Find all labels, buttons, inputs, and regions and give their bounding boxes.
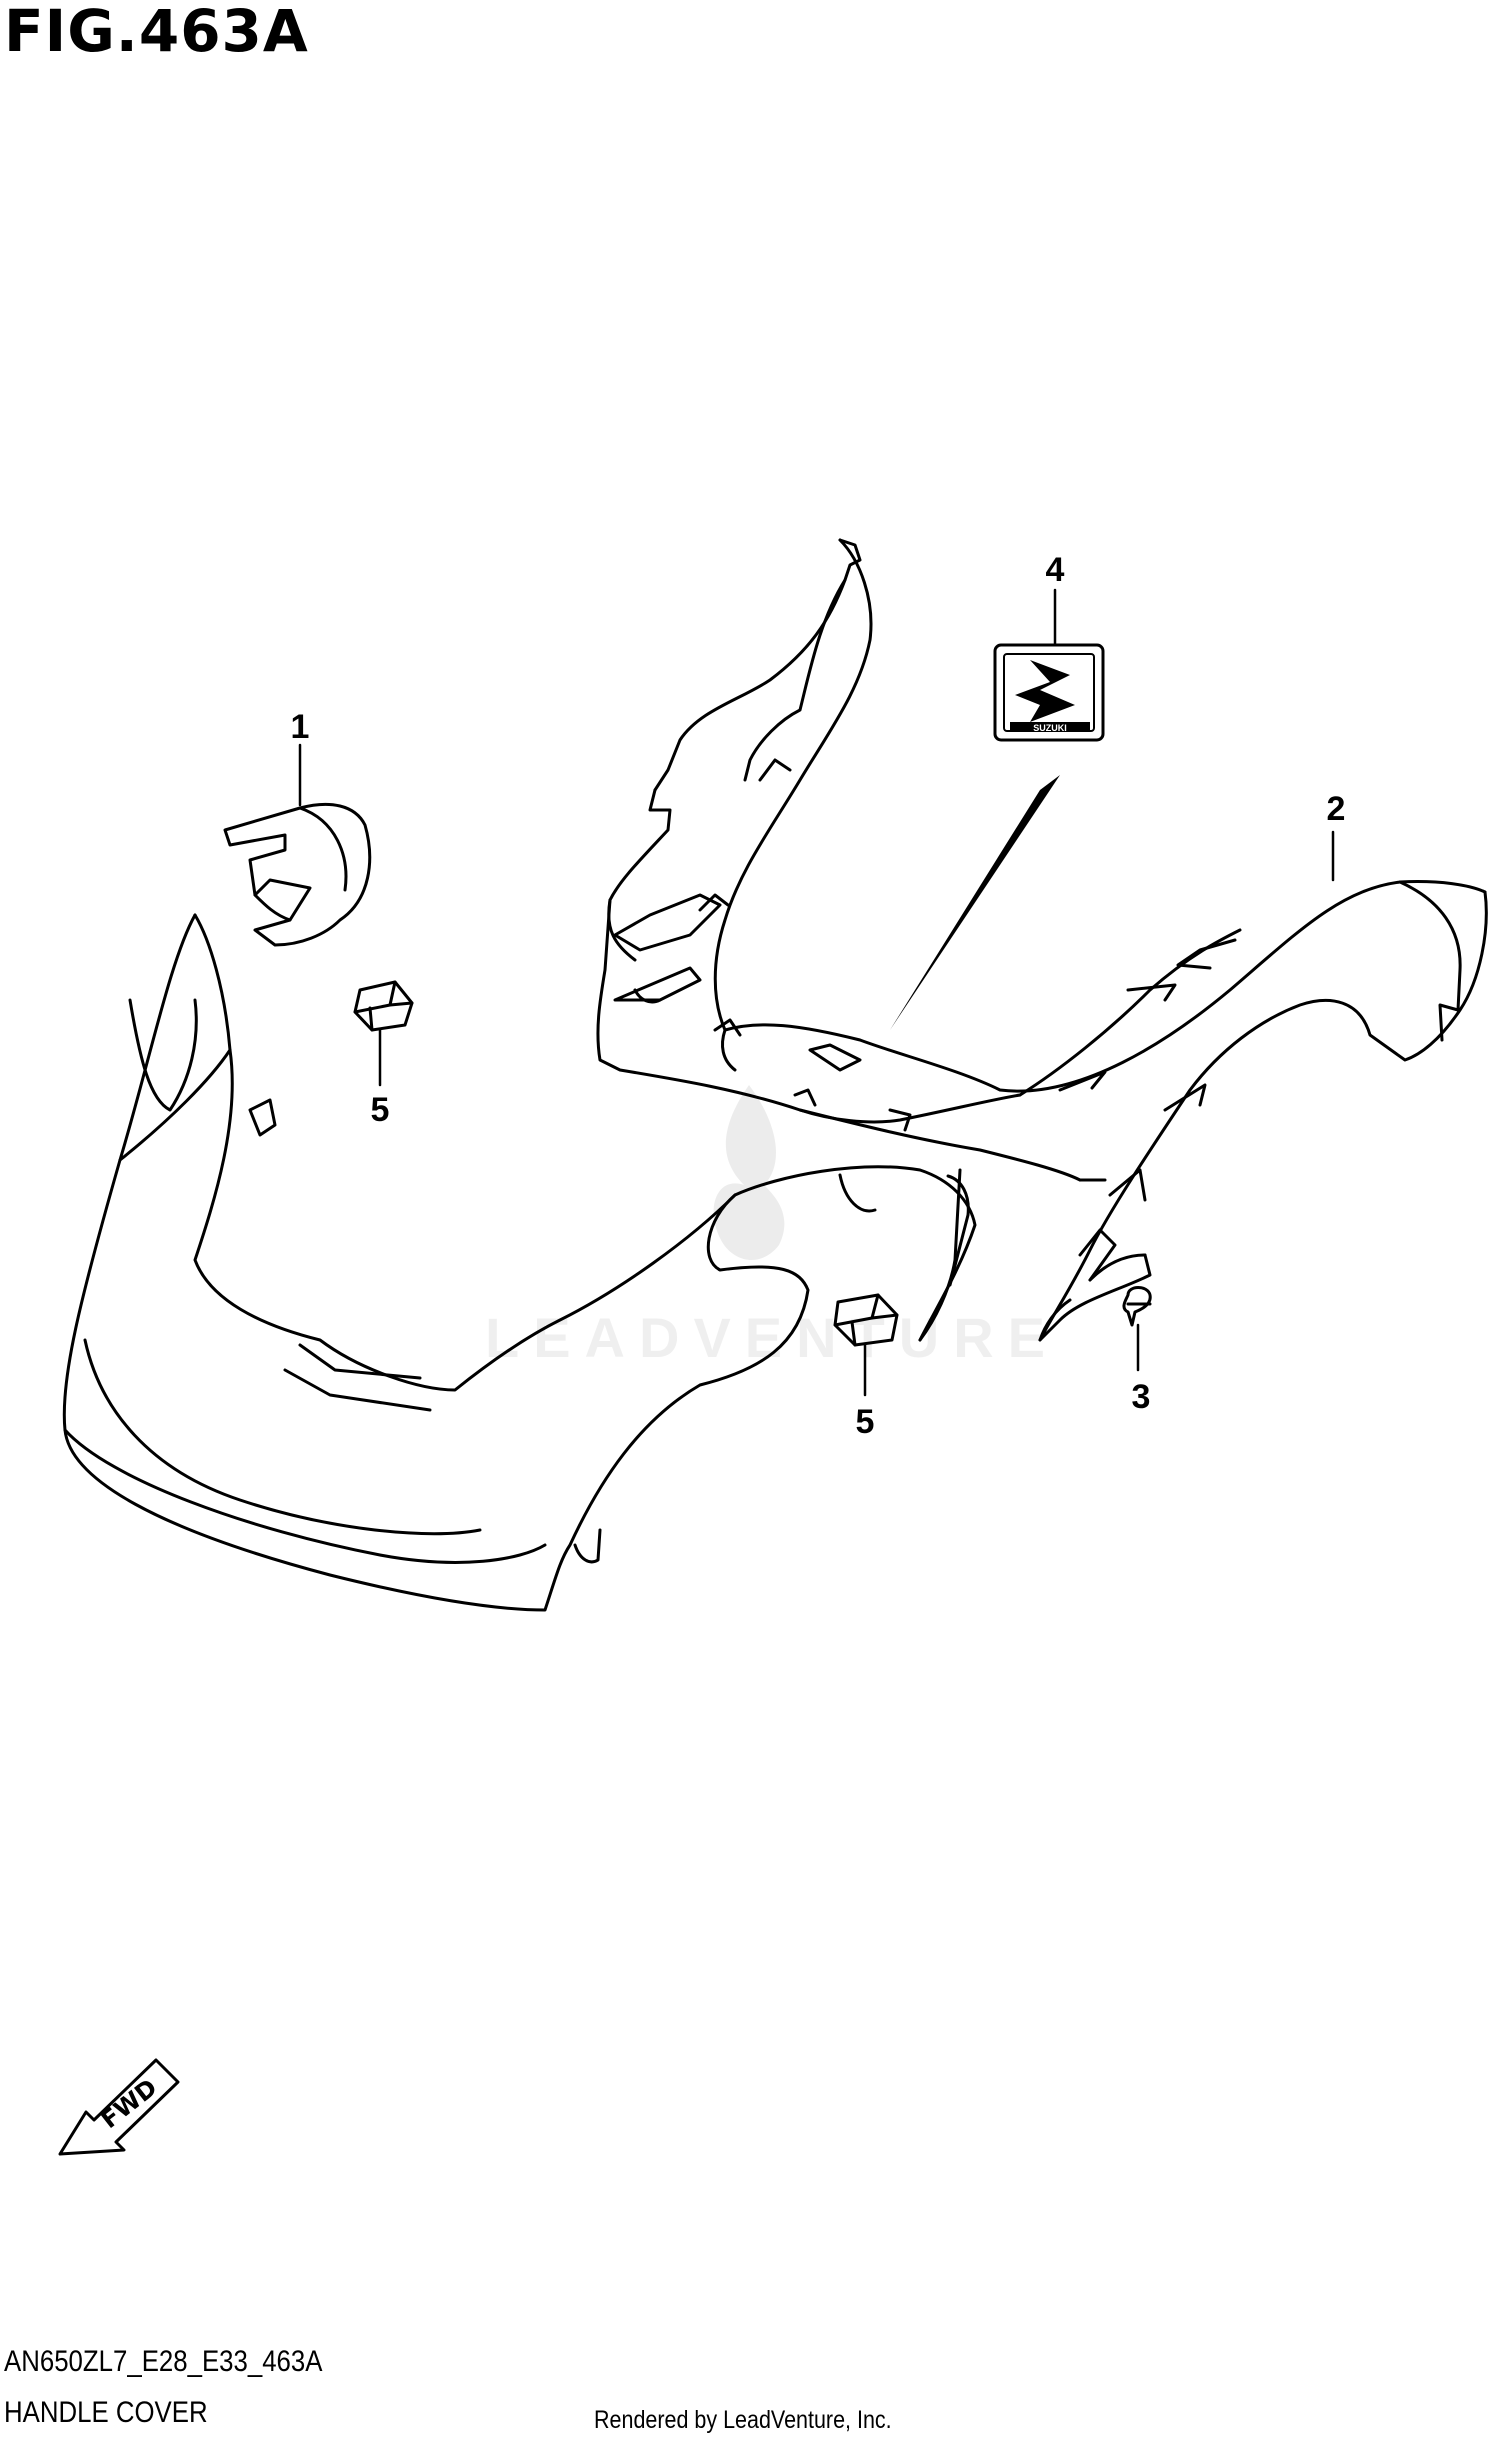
callout-5-middle: 5 (855, 1403, 875, 1441)
part-3-screw[interactable] (1122, 1286, 1152, 1327)
part-2-rear-handle-cover[interactable] (596, 538, 1488, 1342)
callout-1: 1 (290, 708, 310, 746)
part-1-upper-bracket[interactable] (223, 802, 372, 947)
callout-5-left: 5 (370, 1091, 390, 1129)
part-1-front-handle-cover[interactable] (62, 913, 977, 1612)
part-5-cushion-middle[interactable] (833, 1293, 899, 1347)
drawing-code: AN650ZL7_E28_E33_463A (4, 2345, 323, 2378)
part-5-cushion-left[interactable] (353, 980, 414, 1032)
part-4-suzuki-emblem[interactable]: SUZUKI (890, 643, 1105, 1030)
watermark-flame-icon (713, 1085, 785, 1260)
callout-4: 4 (1045, 551, 1065, 589)
leader-lines (298, 588, 1335, 1397)
fwd-arrow-icon: FWD (58, 2058, 180, 2156)
figure-title: FIG.463A (4, 0, 309, 65)
render-credit: Rendered by LeadVenture, Inc. (594, 2406, 892, 2434)
callout-2: 2 (1326, 790, 1346, 828)
emblem-text: SUZUKI (1033, 723, 1067, 733)
callout-3: 3 (1131, 1378, 1151, 1416)
section-name: HANDLE COVER (4, 2396, 208, 2429)
